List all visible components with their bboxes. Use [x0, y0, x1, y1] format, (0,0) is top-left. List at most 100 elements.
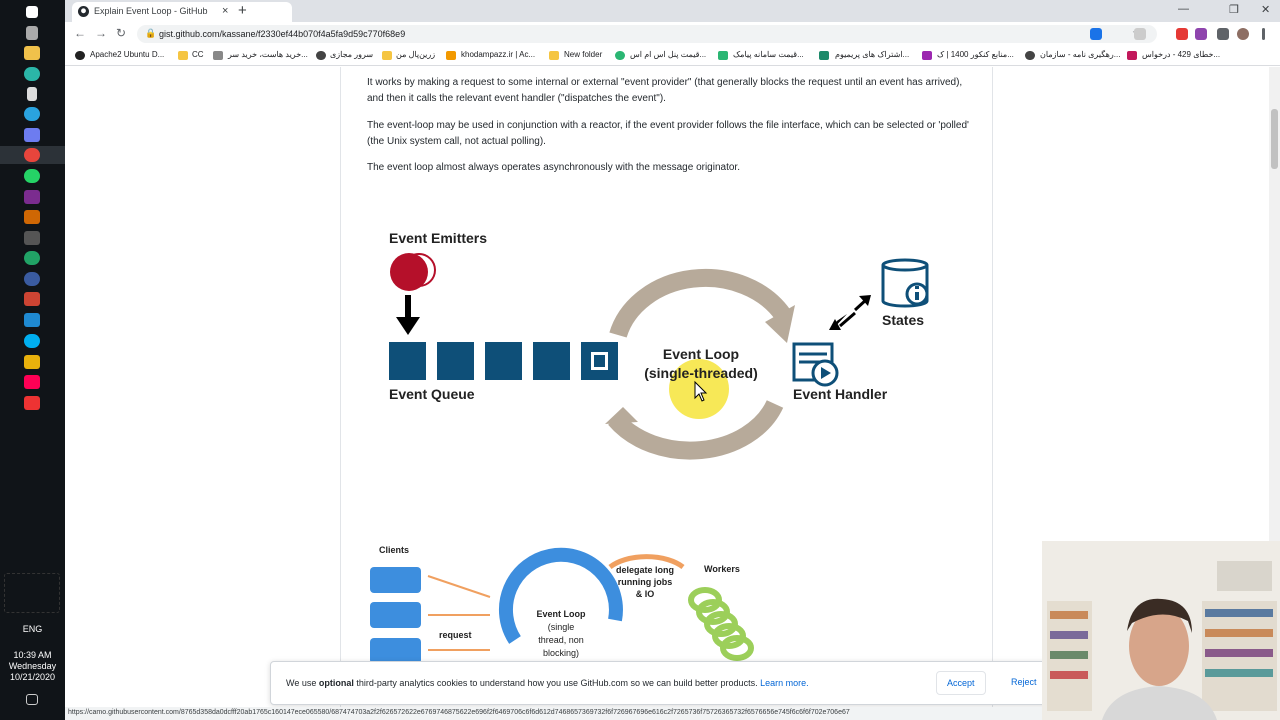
queue-block — [533, 342, 570, 380]
cookie-banner: We use optional third-party analytics co… — [270, 661, 1060, 705]
cookie-message: We use optional third-party analytics co… — [286, 678, 809, 688]
bookmark-item[interactable]: Apache2 Ubuntu D... — [90, 50, 165, 59]
app-icon[interactable] — [27, 87, 37, 101]
loop-arc-bottom — [608, 399, 784, 460]
bookmark-item[interactable]: رهگیری نامه - سازمان... — [1040, 50, 1121, 59]
tab-close-button[interactable]: × — [222, 5, 229, 17]
queue-block — [485, 342, 522, 380]
minimize-button[interactable]: — — [1178, 3, 1189, 15]
database-info-icon — [881, 258, 929, 308]
extension-icon[interactable] — [1195, 28, 1207, 40]
system-tray-icons[interactable] — [4, 573, 60, 613]
delegate-label-2: running jobs — [618, 577, 673, 587]
tab-strip: Explain Event Loop - GitHub × + — ❐ ✕ — [65, 0, 1280, 22]
event-loop-ring — [498, 547, 623, 644]
bookmarks-bar: Apache2 Ubuntu D... CC خرید هاست، خرید س… — [65, 46, 1280, 66]
cookie-text-bold: optional — [318, 678, 354, 688]
reject-button[interactable]: Reject — [1001, 671, 1047, 695]
bookmark-icon — [213, 51, 223, 60]
loop-arrowhead — [765, 305, 795, 343]
extensions-puzzle-icon[interactable] — [1217, 28, 1229, 40]
loop2-label: Event Loop — [537, 609, 587, 619]
bookmark-icon — [718, 51, 728, 60]
back-button[interactable]: ← — [74, 26, 86, 40]
file-explorer-icon[interactable] — [24, 46, 40, 60]
bookmark-item[interactable]: خطای 429 - درخواس... — [1142, 50, 1221, 59]
gist-container — [340, 67, 993, 707]
bookmark-item[interactable]: زرین‌پال من — [396, 50, 436, 59]
bookmark-item[interactable]: سرور مجازی — [330, 50, 374, 59]
loop2-sub1: (single — [548, 622, 575, 632]
loop2-sub3: blocking) — [543, 648, 579, 658]
app-icon[interactable] — [24, 396, 40, 410]
app-icon[interactable] — [24, 355, 40, 369]
event-loop-diagram: Event Emitters Event Queue Event Loop (s… — [370, 230, 929, 664]
chrome-icon[interactable] — [24, 148, 40, 162]
bookmark-item[interactable]: CC — [192, 50, 204, 59]
delegate-label-3: & IO — [636, 589, 655, 599]
reload-button[interactable]: ↻ — [116, 26, 127, 40]
browser-toolbar: ← → ↻ 🔒 gist.github.com/kassane/f2330ef4… — [65, 22, 1280, 46]
app-icon[interactable] — [24, 375, 40, 389]
paragraph-reactor: The event-loop may be used in conjunctio… — [367, 120, 969, 147]
extension-icon[interactable] — [1176, 28, 1188, 40]
address-bar[interactable]: 🔒 gist.github.com/kassane/f2330ef44b070f… — [137, 25, 1157, 43]
xd-icon[interactable] — [24, 190, 40, 204]
extension-icon[interactable] — [1134, 28, 1146, 40]
task-view-icon[interactable] — [26, 26, 38, 40]
delegate-arc — [608, 554, 685, 570]
bookmark-item[interactable]: خرید هاست، خرید سر... — [228, 50, 308, 59]
illustrator-icon[interactable] — [24, 210, 40, 224]
vscode-icon[interactable] — [24, 313, 40, 327]
bookmark-item[interactable]: khodampazz.ir | Ac... — [461, 50, 536, 59]
app-icon[interactable] — [24, 128, 40, 142]
notifications-icon[interactable] — [26, 694, 38, 705]
url-text[interactable]: gist.github.com/kassane/f2330ef44b070f4a… — [159, 29, 406, 39]
restore-button[interactable]: ❐ — [1229, 4, 1239, 16]
bookmark-item[interactable]: قیمت سامانه پیامک... — [733, 50, 804, 59]
folder-icon — [178, 51, 188, 60]
language-indicator[interactable]: ENG — [22, 624, 43, 634]
skype-icon[interactable] — [24, 334, 40, 348]
windows-start-icon[interactable] — [26, 6, 38, 18]
app-icon[interactable] — [24, 292, 40, 306]
terminal-icon[interactable] — [24, 231, 40, 245]
scrollbar-thumb[interactable] — [1271, 109, 1278, 169]
delegate-label: delegate long — [616, 565, 674, 575]
menu-kebab-icon[interactable] — [1262, 28, 1265, 40]
new-tab-button[interactable]: + — [238, 2, 247, 19]
clock-time[interactable]: 10:39 AM — [13, 650, 52, 660]
clock-date: 10/21/2020 — [9, 672, 56, 682]
learn-more-link[interactable]: Learn more. — [760, 678, 809, 688]
app-icon[interactable] — [24, 251, 40, 265]
tab-title: Explain Event Loop - GitHub — [94, 6, 208, 16]
app-icon[interactable] — [24, 67, 40, 81]
clients-label: Clients — [379, 545, 409, 555]
whatsapp-icon[interactable] — [24, 169, 40, 183]
extension-icon[interactable] — [1090, 28, 1102, 40]
page-scrollbar[interactable] — [1269, 67, 1280, 707]
lock-icon[interactable]: 🔒 — [145, 28, 157, 38]
accept-button[interactable]: Accept — [936, 671, 986, 695]
page-content: It works by making a request to some int… — [65, 67, 1280, 707]
bookmark-item[interactable]: منابع کنکور 1400 | ک... — [937, 50, 1014, 59]
forward-button[interactable]: → — [95, 26, 107, 40]
loop-arrowhead — [605, 407, 638, 424]
app-icon[interactable] — [24, 272, 40, 286]
event-emitters-label: Event Emitters — [389, 230, 487, 246]
folder-icon — [549, 51, 559, 60]
bidirectional-arrow — [839, 311, 856, 328]
cookie-text-pre: We use — [286, 678, 319, 688]
bookmark-item[interactable]: قیمت پنل اس ام اس... — [630, 50, 707, 59]
queue-block — [389, 342, 426, 380]
arrow-head-icon — [829, 319, 841, 330]
profile-avatar[interactable] — [1237, 28, 1249, 40]
workers-rings — [688, 587, 754, 661]
single-threaded-label: (single-threaded) — [644, 365, 758, 381]
tab-active[interactable]: Explain Event Loop - GitHub × — [72, 2, 292, 22]
bookmark-item[interactable]: اشتراک های پریمیوم... — [835, 50, 910, 59]
bookmark-item[interactable]: New folder — [564, 50, 603, 59]
cookie-text-post: third-party analytics cookies to underst… — [353, 678, 758, 688]
telegram-icon[interactable] — [24, 107, 40, 121]
close-window-button[interactable]: ✕ — [1261, 4, 1271, 16]
